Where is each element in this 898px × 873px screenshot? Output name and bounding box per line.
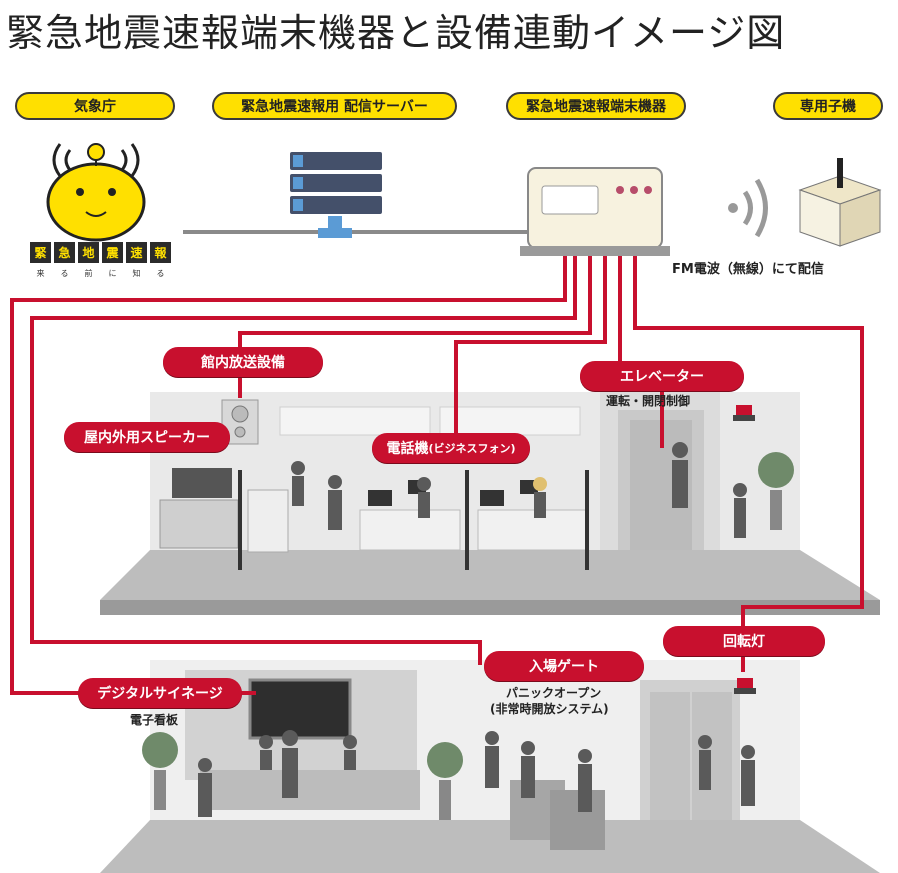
mascot-sub-5: 知 [132,269,141,278]
handset-device [798,158,882,247]
signage-label: デジタルサイネージ [78,678,242,708]
mascot-char-6: 報 [150,242,171,263]
gate-note-2: (非常時開放システム) [490,702,609,716]
mascot-char-3: 地 [78,242,99,263]
mascot-char-1: 緊 [30,242,51,263]
upper-floor-slab [100,550,880,600]
elevator-note: 運転・開閉制御 [606,394,691,408]
mascot-sub-6: る [156,269,165,278]
gate-label: 入場ゲート [484,651,644,681]
phone-label-sub: (ビジネスフォン) [428,442,516,455]
phone-label: 電話機(ビジネスフォン) [372,433,530,463]
server-rack [290,152,382,238]
mascot-sub-4: に [108,269,117,278]
terminal-label: 緊急地震速報端末機器 [506,92,686,120]
mascot-char-5: 速 [126,242,147,263]
speaker-label: 屋内外用スピーカー [64,422,230,452]
elevator-label: エレベーター [580,361,744,391]
mascot-illustration [46,143,146,242]
rotating-light-label: 回転灯 [663,626,825,656]
mascot-sub-1: 来 [36,269,45,278]
mascot-sub-2: る [60,269,69,278]
page-title: 緊急地震速報端末機器と設備連動イメージ図 [6,11,786,55]
fm-note: FM電波（無線）にて配信 [672,262,824,277]
mascot-char-2: 急 [54,242,75,263]
lower-floor-slab [100,820,880,873]
handset-label: 専用子機 [773,92,883,120]
mascot-char-4: 震 [102,242,123,263]
agency-label: 気象庁 [15,92,175,120]
phone-label-main: 電話機 [386,441,429,457]
gate-note-1: パニックオープン [506,686,602,700]
terminal-device [520,167,670,256]
mascot-sub-3: 前 [84,269,93,278]
signage-note: 電子看板 [130,713,179,727]
server-label: 緊急地震速報用 配信サーバー [212,92,457,120]
broadcast-label: 館内放送設備 [163,347,323,377]
